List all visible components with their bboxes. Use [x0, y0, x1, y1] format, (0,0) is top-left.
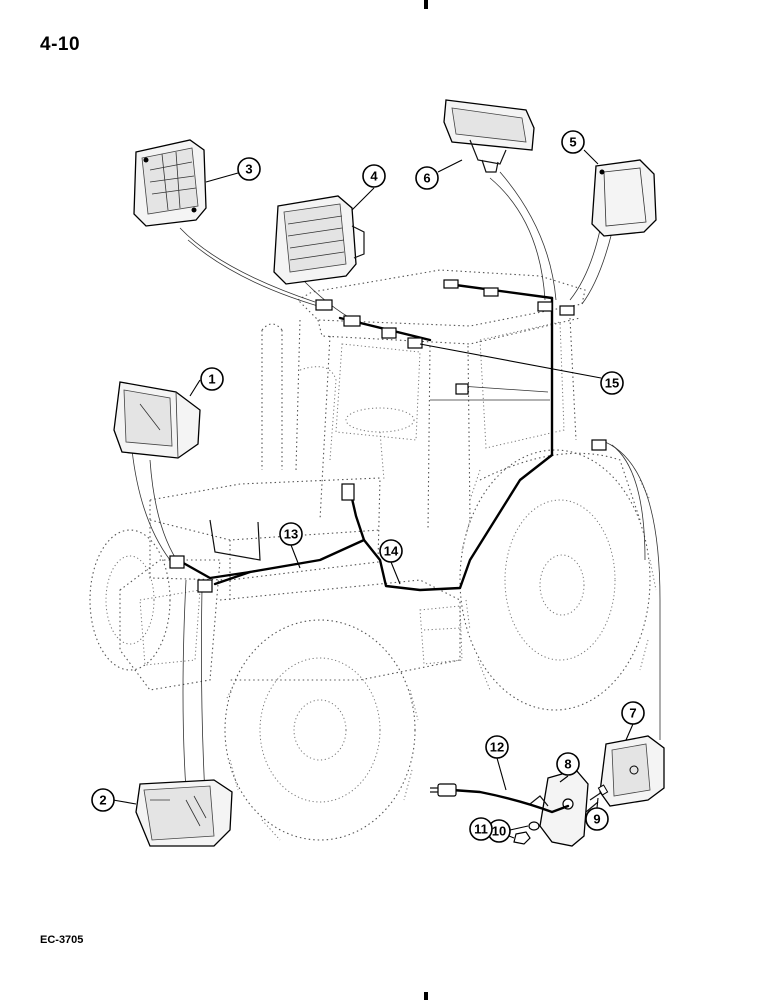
top-edge-mark [424, 0, 428, 9]
callout-7: 7 [621, 701, 645, 725]
callout-13-label: 13 [284, 527, 298, 542]
washer-icon [528, 821, 540, 831]
connector-cab [455, 383, 469, 395]
callout-5: 5 [561, 130, 585, 154]
rear-flood-lamp-icon [443, 99, 535, 173]
connector-rear [591, 439, 607, 451]
callout-8-label: 8 [564, 757, 571, 772]
callout-2-label: 2 [99, 793, 106, 808]
nut-icon [513, 831, 531, 845]
connector-roof-8 [559, 305, 575, 316]
callout-14-label: 14 [384, 544, 399, 559]
tractor-outline [89, 269, 657, 841]
connector-roof-4 [407, 337, 423, 349]
callout-1-label: 1 [208, 372, 215, 387]
callout-3-label: 3 [245, 162, 252, 177]
callout-6-label: 6 [423, 171, 430, 186]
callout-8: 8 [556, 752, 580, 776]
callout-9: 9 [585, 807, 609, 831]
callout-5-label: 5 [569, 135, 576, 150]
callout-15-label: 15 [605, 376, 619, 391]
callout-14: 14 [379, 539, 403, 563]
callout-1: 1 [200, 367, 224, 391]
connector-roof-6 [483, 287, 499, 297]
flood-lamp-icon [273, 195, 365, 285]
callout-10-label: 10 [492, 824, 506, 839]
callout-3: 3 [237, 157, 261, 181]
connector-roof-7 [537, 301, 553, 312]
bottom-edge-mark [424, 992, 428, 1000]
screw-icon [585, 784, 609, 813]
callout-13: 13 [279, 522, 303, 546]
callout-15: 15 [600, 371, 624, 395]
callout-2: 2 [91, 788, 115, 812]
callout-11: 11 [469, 817, 493, 841]
connector-roof-5 [443, 279, 459, 289]
connector-roof-1 [315, 299, 333, 311]
connector-front-2 [197, 579, 213, 593]
callout-10: 10 [487, 819, 511, 843]
work-lamp-icon [133, 139, 207, 227]
connector-roof-3 [381, 327, 397, 339]
callout-12: 12 [485, 735, 509, 759]
figure-code: EC-3705 [40, 934, 84, 946]
callout-9-label: 9 [593, 812, 600, 827]
wiring [131, 171, 661, 796]
connector-roof-2 [343, 315, 361, 327]
connector-hood [341, 483, 355, 501]
page-number: 4-10 [40, 34, 81, 55]
callout-4-label: 4 [370, 169, 378, 184]
square-lamp-icon [591, 159, 657, 237]
connector-front-1 [169, 555, 185, 569]
callout-11-label: 11 [474, 822, 488, 837]
lamp-cable-icon [430, 783, 570, 814]
callout-12-label: 12 [490, 740, 504, 755]
callout-6: 6 [415, 166, 439, 190]
callout-4: 4 [362, 164, 386, 188]
callout-7-label: 7 [629, 706, 636, 721]
head-lamp-icon [113, 381, 201, 459]
tail-lamp-icon [599, 735, 665, 807]
leader-lines [112, 149, 634, 839]
indicator-lamp-icon [135, 779, 233, 847]
roof-connectors [169, 279, 607, 593]
